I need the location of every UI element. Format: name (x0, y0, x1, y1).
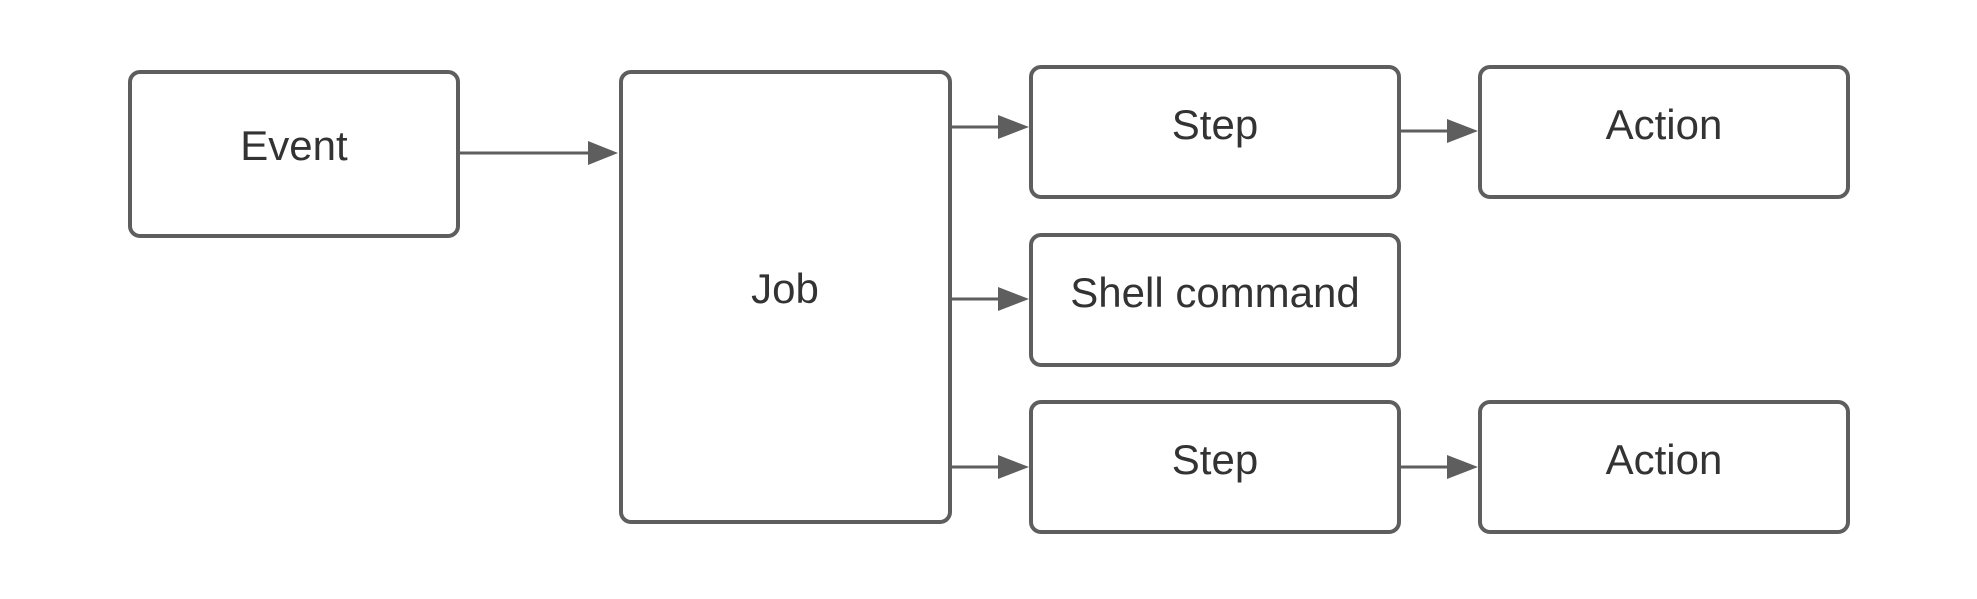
action-box-1 (1478, 65, 1850, 199)
arrowhead-icon (588, 141, 618, 165)
edge-event-to-job (460, 141, 618, 165)
edge-step-1-to-action-1 (1401, 119, 1478, 143)
shell-command-box (1029, 233, 1401, 367)
shell-command-label: Shell command (1070, 269, 1359, 316)
step-box-1 (1029, 65, 1401, 199)
action-node-2: Action (1478, 400, 1850, 534)
step-node-2: Step (1029, 400, 1401, 534)
event-node: Event (128, 70, 460, 238)
edge-job-to-step-1 (952, 115, 1029, 139)
step-label-2: Step (1172, 436, 1258, 483)
edge-job-to-step-2 (952, 455, 1029, 479)
arrowhead-icon (1447, 119, 1478, 143)
event-label: Event (240, 122, 348, 169)
action-label-2: Action (1606, 436, 1723, 483)
arrowhead-icon (998, 287, 1029, 311)
step-label-1: Step (1172, 101, 1258, 148)
job-node: Job (619, 70, 952, 524)
shell-command-node: Shell command (1029, 233, 1401, 367)
event-box (128, 70, 460, 238)
edge-step-2-to-action-2 (1401, 455, 1478, 479)
action-box-2 (1478, 400, 1850, 534)
edge-job-to-shell-command (952, 287, 1029, 311)
step-node-1: Step (1029, 65, 1401, 199)
action-node-1: Action (1478, 65, 1850, 199)
arrowhead-icon (1447, 455, 1478, 479)
job-label: Job (751, 265, 819, 312)
job-box (619, 70, 952, 524)
action-label-1: Action (1606, 101, 1723, 148)
arrowhead-icon (998, 115, 1029, 139)
arrowhead-icon (998, 455, 1029, 479)
step-box-2 (1029, 400, 1401, 534)
